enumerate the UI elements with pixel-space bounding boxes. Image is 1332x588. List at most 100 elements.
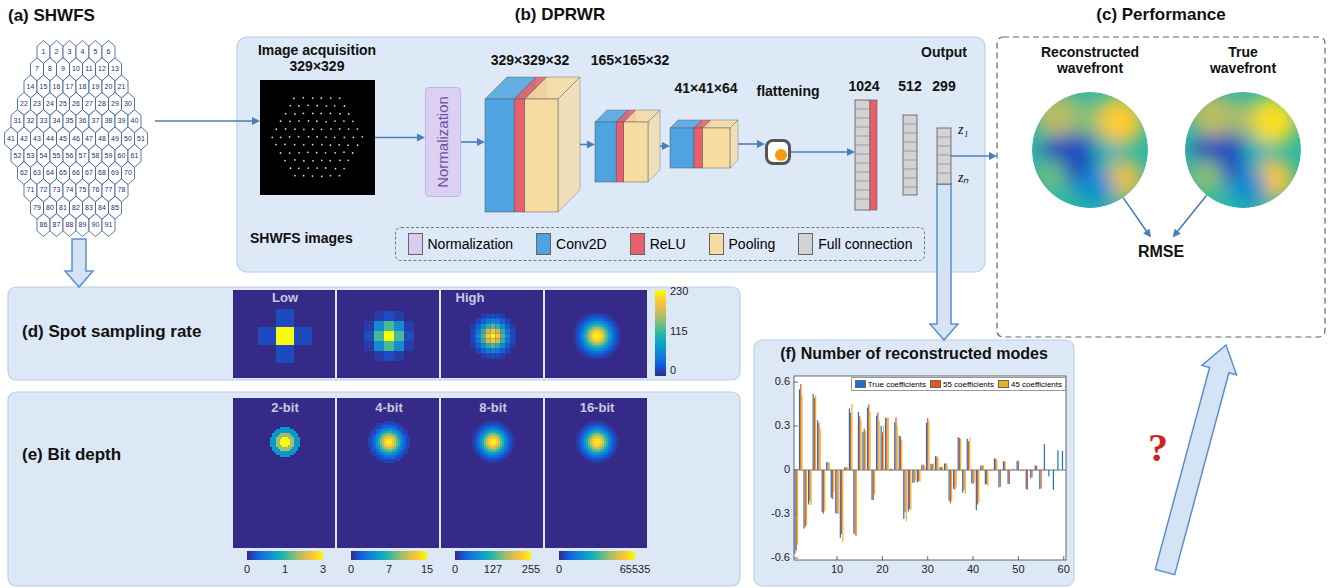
- spot-pixel: [481, 329, 486, 334]
- spot-pixel: [384, 437, 386, 439]
- spot-pixel: [586, 345, 588, 347]
- spot-pixel: [596, 355, 598, 357]
- spot-pixel: [578, 437, 580, 439]
- spot-pixel: [378, 429, 380, 431]
- spot-pixel: [478, 449, 480, 451]
- spot-pixel: [602, 327, 604, 329]
- spot-pixel: [596, 447, 598, 449]
- spot-pixel: [370, 441, 372, 443]
- spot-pixel: [400, 425, 402, 427]
- spot-pixel: [394, 431, 396, 433]
- spot-pixel: [298, 443, 300, 445]
- fc-layer: 512: [903, 115, 917, 195]
- legend-text: ReLU: [650, 236, 686, 252]
- spot-pixel: [596, 321, 598, 323]
- spot-pixel: [288, 445, 290, 447]
- phase-blob: [1091, 138, 1120, 167]
- focal-spot: [343, 168, 345, 170]
- spot-pixel: [582, 339, 584, 341]
- spot-pixel: [598, 423, 600, 425]
- spot-pixel: [390, 449, 392, 451]
- spot-pixel: [388, 429, 390, 431]
- spot-pixel: [604, 331, 606, 333]
- spot-pixel: [392, 423, 394, 425]
- spot-pixel: [500, 427, 502, 429]
- spot-pixel: [486, 427, 488, 429]
- spot-pixel: [474, 445, 476, 447]
- spot-pixel: [592, 341, 594, 343]
- spot-pixel: [476, 319, 481, 324]
- spot-pixel: [404, 321, 414, 331]
- focal-spot: [308, 136, 310, 138]
- panel-frame: [754, 340, 1074, 586]
- spot-pixel: [496, 451, 498, 453]
- neuron-divider: [855, 154, 870, 155]
- spot-pixel: [404, 453, 406, 455]
- spot-pixel: [608, 351, 610, 353]
- spot-pixel: [588, 327, 590, 329]
- spot-pixel: [580, 325, 582, 327]
- spot-pixel: [278, 437, 280, 439]
- spot-pixel: [582, 323, 584, 325]
- spot-pixel: [494, 459, 496, 461]
- spot-pixel: [610, 331, 612, 333]
- spot-pixel: [276, 443, 278, 445]
- spot-pixel: [598, 461, 600, 463]
- spot-pixel: [504, 427, 506, 429]
- spot-pixel: [504, 441, 506, 443]
- spot-pixel: [380, 445, 382, 447]
- neuron-divider: [855, 127, 870, 128]
- spot-pixel: [586, 349, 588, 351]
- spot-pixel: [506, 431, 508, 433]
- spot-pixel: [582, 335, 584, 337]
- spot-pixel: [494, 441, 496, 443]
- spot-pixel: [402, 445, 404, 447]
- spot-pixel: [502, 439, 504, 441]
- spot-pixel: [616, 323, 618, 325]
- spot-pixel: [608, 315, 610, 317]
- spot-pixel: [600, 327, 602, 329]
- spot-pixel: [580, 453, 582, 455]
- spot-pixel: [270, 445, 272, 447]
- spot-pixel: [592, 441, 594, 443]
- connector-line: [791, 151, 848, 153]
- spot-pixel: [586, 455, 588, 457]
- spot-pixel: [284, 447, 286, 449]
- spot-pixel: [590, 457, 592, 459]
- focal-spot: [344, 105, 346, 107]
- spot-pixel: [480, 425, 482, 427]
- spot-pixel: [492, 433, 494, 435]
- spot-pixel: [598, 343, 600, 345]
- spot-pixel: [618, 333, 620, 335]
- focal-spot: [347, 144, 349, 146]
- spot-pixel: [610, 321, 612, 323]
- spot-pixel: [580, 429, 582, 431]
- spot-pixel: [276, 449, 278, 451]
- spot-pixel: [376, 439, 378, 441]
- spot-pixel: [598, 421, 600, 423]
- spot-pixel: [582, 431, 584, 433]
- focal-spot: [343, 120, 345, 122]
- spot-pixel: [512, 443, 514, 445]
- spot-pixel: [384, 427, 386, 429]
- legend-item: Conv2D: [536, 233, 607, 255]
- spot-pixel: [588, 457, 590, 459]
- spot-pixel: [594, 439, 596, 441]
- spot-pixel: [608, 345, 610, 347]
- spot-pixel: [292, 445, 294, 447]
- spot-pixel: [602, 339, 604, 341]
- spot-pixel: [486, 447, 488, 449]
- spot-pixel: [590, 317, 592, 319]
- spot-pixel: [392, 437, 394, 439]
- spot-pixel: [588, 435, 590, 437]
- spot-pixel: [378, 435, 380, 437]
- spot-pixel: [508, 433, 510, 435]
- spot-pixel: [494, 451, 496, 453]
- spot-pixel: [396, 433, 398, 435]
- spot-pixel: [596, 335, 598, 337]
- spot-pixel: [584, 341, 586, 343]
- spot-pixel: [480, 451, 482, 453]
- spot-pixel: [374, 453, 376, 455]
- spot-pixel: [402, 453, 404, 455]
- spot-pixel: [616, 347, 618, 349]
